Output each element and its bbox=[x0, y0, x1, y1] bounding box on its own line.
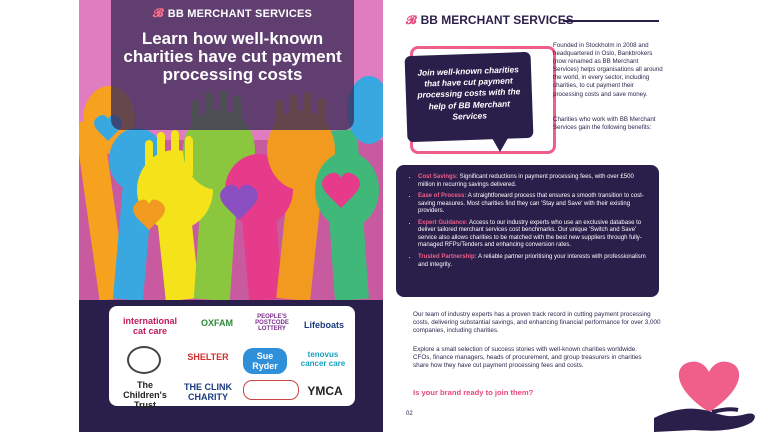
charity-logo: The Children's Trust bbox=[123, 380, 167, 410]
wavy-charity-logo-icon bbox=[243, 380, 299, 400]
body-paragraph: Explore a small selection of success sto… bbox=[413, 346, 642, 369]
crest-logo-icon bbox=[127, 346, 161, 374]
benefit-text: Access to our industry experts who use a… bbox=[418, 219, 642, 249]
benefit-title: Expert Guidance: bbox=[418, 219, 468, 226]
heart-in-hand-icon bbox=[654, 361, 755, 432]
charity-logo-panel: international cat care OXFAM PEOPLE'S PO… bbox=[109, 306, 355, 410]
benefit-title: Ease of Process: bbox=[418, 193, 467, 200]
benefit-title: Cost Savings: bbox=[418, 174, 459, 180]
charity-logo: PEOPLE'S POSTCODE LOTTERY bbox=[255, 314, 289, 332]
benefit-item: Ease of Process: A straightforward proce… bbox=[418, 193, 649, 216]
benefit-item: Trusted Partnership: A reliable partner … bbox=[418, 254, 649, 269]
callout-box: Join well-known charities that have cut … bbox=[404, 51, 534, 143]
benefits-box: Cost Savings: Significant reductions in … bbox=[396, 165, 659, 297]
charity-logo: tenovus cancer care bbox=[300, 350, 346, 368]
header-rule bbox=[563, 20, 659, 22]
benefit-item: Cost Savings: Significant reductions in … bbox=[418, 174, 649, 189]
benefit-title: Trusted Partnership: bbox=[418, 254, 477, 261]
bb-logo-icon: 𝓑 bbox=[406, 13, 417, 27]
benefit-text: A straightforward process that ensures a… bbox=[418, 193, 644, 215]
intro-paragraph: Founded in Stockholm in 2008 and headqua… bbox=[553, 42, 663, 98]
benefit-item: Expert Guidance: Access to our industry … bbox=[418, 220, 649, 250]
callout-text: Join well-known charities that have cut … bbox=[417, 64, 521, 122]
body-paragraph: Our team of industry experts has a prove… bbox=[413, 311, 661, 334]
benefit-text: Significant reductions in payment proces… bbox=[418, 174, 634, 188]
charity-logo: international cat care bbox=[122, 316, 177, 336]
call-to-action[interactable]: Is your brand ready to join them? bbox=[413, 388, 534, 397]
benefits-list: Cost Savings: Significant reductions in … bbox=[396, 165, 659, 269]
bb-logo-icon: 𝓑 bbox=[152, 6, 164, 20]
charity-logo: Sue Ryder bbox=[243, 348, 287, 374]
brand-name: BB MERCHANT SERVICES bbox=[167, 8, 313, 20]
charity-logo: THE CLINK CHARITY bbox=[184, 382, 232, 402]
headline: Learn how well-known charities have cut … bbox=[123, 29, 342, 84]
charity-logo: Lifeboats bbox=[303, 320, 344, 330]
brand-name: BB MERCHANT SERVICES bbox=[420, 13, 574, 27]
page-number: 02 bbox=[406, 411, 413, 417]
intro-paragraph: Charities who work with BB Merchant Serv… bbox=[553, 116, 656, 132]
charity-logo: SHELTER bbox=[187, 352, 229, 362]
charity-logo: YMCA bbox=[307, 384, 343, 398]
callout-tail bbox=[492, 138, 508, 152]
charity-logo: OXFAM bbox=[200, 318, 233, 328]
benefit-text: A reliable partner prioritising your int… bbox=[418, 254, 646, 268]
